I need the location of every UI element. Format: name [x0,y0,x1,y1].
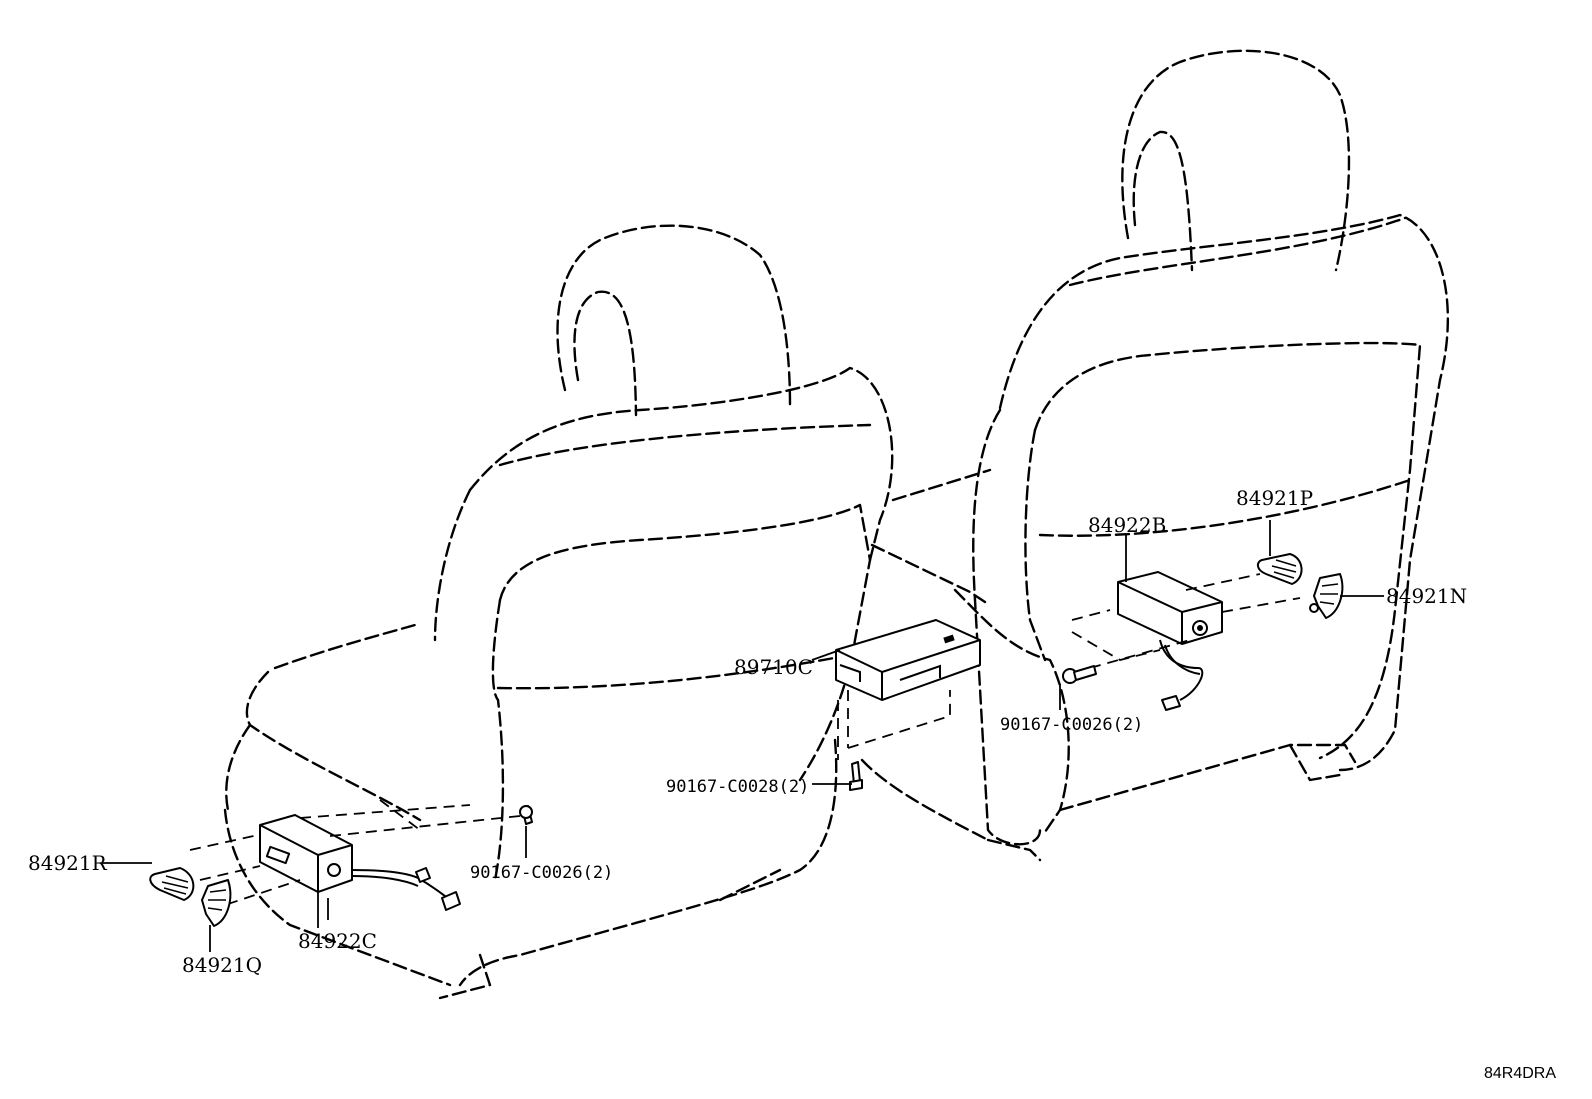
switch-unit-84922c [259,814,461,911]
knob-84921n [1309,573,1344,619]
right-mount-dashes [1071,573,1301,669]
label-84921n: 84921N [1386,584,1467,608]
label-84921q: 84921Q [182,953,262,977]
knob-84921r [149,867,195,901]
module-89710c [835,619,981,701]
label-90167-c0026-right: 90167-C0026(2) [1000,715,1143,735]
label-90167-c0026-left: 90167-C0026(2) [470,863,613,883]
module-mount-dashes [837,690,951,760]
diagram-reference-id: 84R4DRA [1484,1065,1556,1082]
label-90167-c0028-center: 90167-C0028(2) [666,777,809,797]
label-89710c: 89710C [734,655,813,679]
left-mount-dashes [189,799,521,911]
left-seat-outline [223,224,894,1000]
right-seat-outline [860,49,1450,862]
knob-84921q [201,879,232,927]
screw-right [1062,665,1097,684]
leader-lines [102,520,1384,952]
switch-unit-84922b [1117,571,1223,711]
label-84921r: 84921R [28,851,108,875]
knob-84921p [1256,553,1303,585]
label-84922c: 84922C [298,929,377,953]
label-84922b: 84922B [1088,513,1166,537]
label-84921p: 84921P [1236,486,1313,510]
screw-center [849,761,863,791]
screw-left [519,805,533,825]
